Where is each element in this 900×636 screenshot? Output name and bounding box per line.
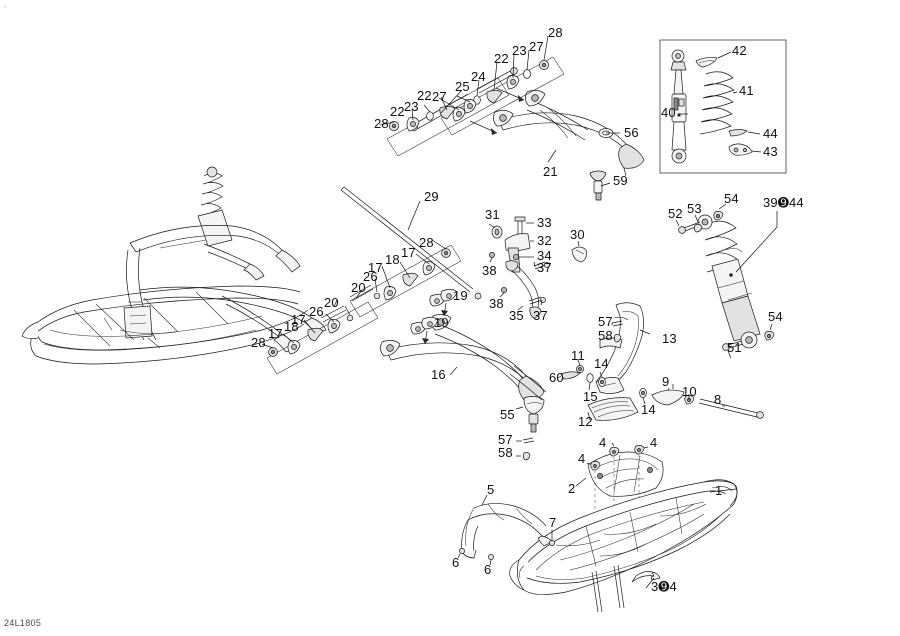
inset-lower-bracket: [728, 143, 753, 156]
callout-54: 54: [724, 191, 739, 206]
callout-56: 56: [624, 125, 639, 140]
callout-33: 33: [537, 215, 552, 230]
callout-6-b: 6: [484, 562, 492, 577]
inset-spring-retainer: [728, 129, 748, 137]
callout-37: 37: [537, 260, 552, 275]
callout-12: 12: [578, 414, 593, 429]
callout-37-b: 37: [533, 308, 548, 323]
callout-15: 15: [583, 389, 598, 404]
callout-25: 25: [455, 79, 470, 94]
callout-14-b: 14: [641, 402, 656, 417]
callout-34: 34: [537, 248, 552, 263]
ski-mount-assembly: [575, 442, 664, 556]
callout-5: 5: [487, 482, 495, 497]
callout-28-b: 28: [374, 116, 389, 131]
callout-4: 4: [599, 435, 607, 450]
drawing-code: 24L1805: [4, 618, 42, 628]
callout-31: 31: [485, 207, 500, 222]
callout-58-b: 58: [498, 445, 513, 460]
callout-23-b: 23: [404, 99, 419, 114]
callout-1: 1: [715, 483, 723, 498]
callout-18: 18: [385, 252, 400, 267]
callout-17-c: 17: [291, 312, 306, 327]
callout-42: 42: [732, 43, 747, 58]
callout-27: 27: [529, 39, 544, 54]
callout-27-b: 27: [432, 89, 447, 104]
callout-7: 7: [549, 515, 557, 530]
callout-19-b: 19: [434, 315, 449, 330]
callout-26-b: 26: [309, 304, 324, 319]
callout-16: 16: [431, 367, 446, 382]
inset-shock-body: [670, 49, 687, 164]
registration-mark: +: [3, 4, 8, 11]
callout-55: 55: [500, 407, 515, 422]
callout-4-c: 4: [578, 451, 586, 466]
ski-body: [509, 479, 738, 595]
callout-17-d: 17: [268, 326, 283, 341]
callout-24: 24: [471, 69, 486, 84]
callout-58: 58: [598, 328, 613, 343]
callout-41: 41: [739, 83, 754, 98]
callout-60: 60: [549, 370, 564, 385]
callout-3-to-4: 3➒4: [651, 579, 677, 594]
callout-19: 19: [453, 288, 468, 303]
callout-17: 17: [401, 245, 416, 260]
inset-coil-spring: [699, 71, 735, 135]
callout-20-b: 20: [324, 295, 339, 310]
callout-26: 26: [363, 269, 378, 284]
callout-52: 52: [668, 206, 683, 221]
inset-box-shock-detail: [659, 39, 787, 174]
callout-9: 9: [662, 374, 670, 389]
callout-30: 30: [570, 227, 585, 242]
callout-51: 51: [727, 340, 742, 355]
ski-handle-assembly: [457, 494, 555, 566]
callout-44: 44: [763, 126, 778, 141]
bushing-pair-upper: [429, 288, 458, 317]
steering-link-assembly: [488, 216, 587, 319]
spindle-assembly: [509, 302, 764, 461]
inset-upper-spring-seat: [695, 57, 718, 68]
callout-17-b: 17: [368, 260, 383, 275]
callout-39-to-44: 39➒44: [763, 195, 804, 210]
callout-21: 21: [543, 164, 558, 179]
callout-11: 11: [571, 348, 585, 363]
sway-bar: [340, 186, 482, 300]
callout-35: 35: [509, 308, 524, 323]
callout-2: 2: [568, 481, 576, 496]
callout-29: 29: [424, 189, 439, 204]
callout-22: 22: [494, 51, 509, 66]
callout-4-b: 4: [650, 435, 658, 450]
callout-14: 14: [594, 356, 609, 371]
callout-6: 6: [452, 555, 460, 570]
callout-20: 20: [351, 280, 366, 295]
callout-13: 13: [662, 331, 677, 346]
bushing-pair-lower: [410, 316, 439, 345]
lower-a-arm-assembly: [261, 239, 545, 401]
callout-38-b: 38: [489, 296, 504, 311]
wear-bar-runner: [591, 564, 661, 613]
callout-22-b: 22: [417, 88, 432, 103]
callout-38: 38: [482, 263, 497, 278]
callout-57-b: 57: [498, 432, 513, 447]
assembled-suspension-overview: [21, 166, 327, 365]
callout-28-c: 28: [419, 235, 434, 250]
callout-22-c: 22: [390, 104, 405, 119]
callout-8: 8: [714, 392, 722, 407]
callout-53: 53: [687, 201, 702, 216]
callout-18-b: 18: [284, 319, 299, 334]
callout-32: 32: [537, 233, 552, 248]
upper-a-arm-assembly: [379, 35, 645, 201]
callout-54-b: 54: [768, 309, 783, 324]
callout-59: 59: [613, 173, 628, 188]
callout-57: 57: [598, 314, 613, 329]
callout-10: 10: [682, 384, 697, 399]
callout-28-d: 28: [251, 335, 266, 350]
front-shock-assembly: [675, 203, 778, 359]
callout-43: 43: [763, 144, 778, 159]
callout-23: 23: [512, 43, 527, 58]
callout-28: 28: [548, 25, 563, 40]
callout-40: 40: [661, 105, 676, 120]
